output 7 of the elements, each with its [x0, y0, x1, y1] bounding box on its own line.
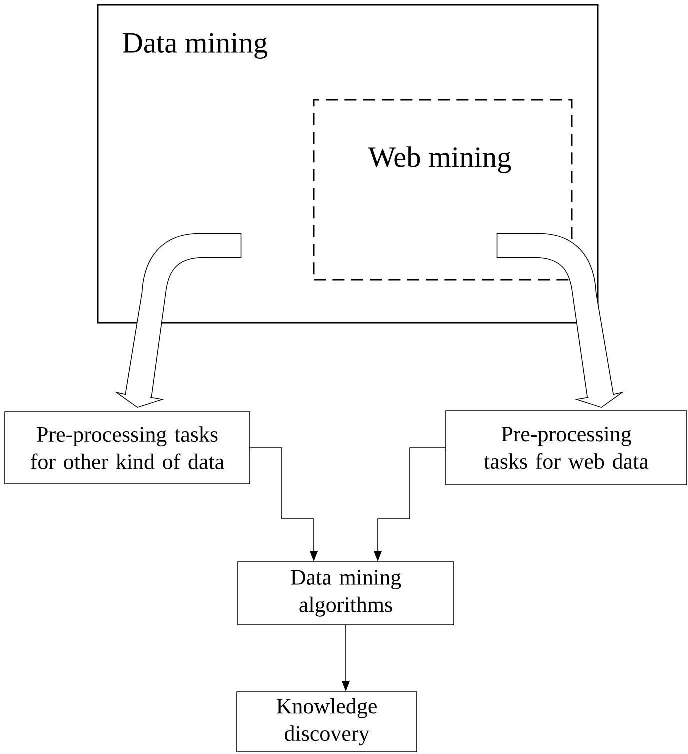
process-box: Knowledge discovery [236, 692, 418, 752]
block-arrow [116, 233, 242, 408]
block-arrow [496, 233, 623, 408]
region-box: Web mining [313, 99, 573, 281]
process-box: Pre-processing tasks for web data [446, 410, 688, 486]
process-box: Pre-processing tasks for other kind of data [4, 412, 250, 484]
process-box: Data mining algorithms [238, 562, 454, 626]
